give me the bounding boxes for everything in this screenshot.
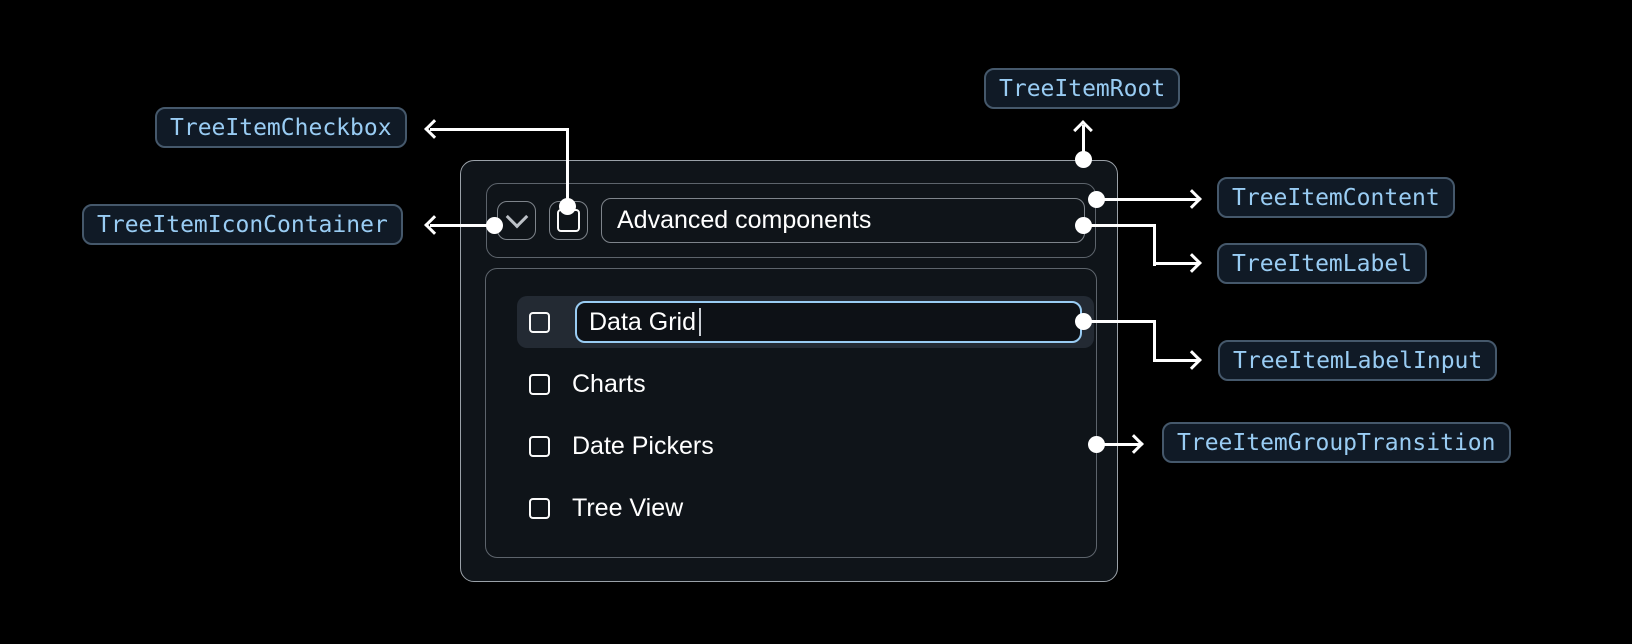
- annotation-tree-item-label-input: TreeItemLabelInput: [1218, 340, 1498, 381]
- tree-item-label-text: Tree View: [572, 493, 684, 522]
- connector-line: [1096, 442, 1140, 446]
- connector-line: [1083, 319, 1156, 323]
- annotation-tree-item-content: TreeItemContent: [1217, 177, 1455, 218]
- annotation-text: TreeItemContent: [1232, 184, 1440, 211]
- checkbox-unchecked-icon[interactable]: [529, 435, 550, 457]
- checkbox-unchecked-icon[interactable]: [529, 311, 550, 333]
- checkbox-unchecked-icon[interactable]: [529, 497, 550, 519]
- connector-line: [1153, 261, 1199, 265]
- tree-item-root: Advanced components Data Grid Charts Dat…: [460, 160, 1118, 582]
- text-caret: [698, 308, 701, 336]
- label-input-value: Data Grid: [589, 307, 696, 336]
- annotation-tree-item-icon-container: TreeItemIconContainer: [82, 204, 403, 245]
- connector-dot: [1087, 435, 1105, 453]
- chevron-down-icon: [505, 205, 528, 229]
- checkbox-unchecked-icon[interactable]: [529, 373, 550, 395]
- connector-line: [565, 129, 569, 207]
- connector-line: [430, 223, 495, 227]
- arrow-left-icon: [423, 215, 444, 235]
- connector-line: [1153, 223, 1156, 266]
- annotation-text: TreeItemRoot: [999, 75, 1166, 102]
- tree-item-content[interactable]: Advanced components: [486, 183, 1096, 258]
- tree-item-row[interactable]: Date Pickers: [517, 420, 1094, 472]
- connector-dot: [1087, 190, 1105, 208]
- tree-item-group-transition: Data Grid Charts Date Pickers Tree View: [485, 268, 1097, 558]
- connector-line: [1096, 197, 1199, 201]
- connector-line: [430, 127, 569, 131]
- annotation-text: TreeItemIconContainer: [97, 211, 388, 238]
- tree-item-label-text: Date Pickers: [572, 431, 714, 460]
- tree-item-row[interactable]: Tree View: [517, 482, 1094, 534]
- annotation-text: TreeItemGroupTransition: [1177, 429, 1496, 456]
- connector-line: [1083, 223, 1156, 227]
- annotation-tree-item-checkbox: TreeItemCheckbox: [155, 107, 407, 148]
- tree-item-label-text: Charts: [572, 369, 646, 398]
- annotation-text: TreeItemLabel: [1232, 250, 1413, 277]
- connector-line: [1153, 358, 1199, 362]
- arrow-right-icon: [1182, 189, 1202, 209]
- connector-line: [1081, 125, 1085, 160]
- connector-dot: [1074, 216, 1092, 234]
- tree-item-row[interactable]: Charts: [517, 358, 1094, 410]
- connector-dot: [558, 197, 576, 215]
- arrow-up-icon: [1073, 119, 1093, 140]
- arrow-right-icon: [1124, 434, 1144, 454]
- tree-item-row-editing[interactable]: Data Grid: [517, 296, 1094, 348]
- annotation-tree-item-root: TreeItemRoot: [984, 68, 1181, 109]
- tree-item-label-input[interactable]: Data Grid: [575, 301, 1082, 343]
- annotation-text: TreeItemCheckbox: [170, 114, 392, 141]
- connector-dot: [1074, 150, 1092, 168]
- annotation-tree-item-group-transition: TreeItemGroupTransition: [1162, 422, 1511, 463]
- arrow-right-icon: [1182, 350, 1202, 370]
- tree-item-icon-container[interactable]: [497, 201, 536, 240]
- connector-dot: [485, 216, 503, 234]
- arrow-left-icon: [423, 119, 444, 139]
- connector-line: [1153, 319, 1156, 362]
- annotation-tree-item-label: TreeItemLabel: [1217, 243, 1428, 284]
- connector-dot: [1074, 312, 1092, 330]
- annotation-text: TreeItemLabelInput: [1233, 347, 1483, 374]
- arrow-right-icon: [1182, 253, 1202, 273]
- parent-label-text: Advanced components: [617, 206, 872, 234]
- tree-item-label: Advanced components: [601, 198, 1085, 243]
